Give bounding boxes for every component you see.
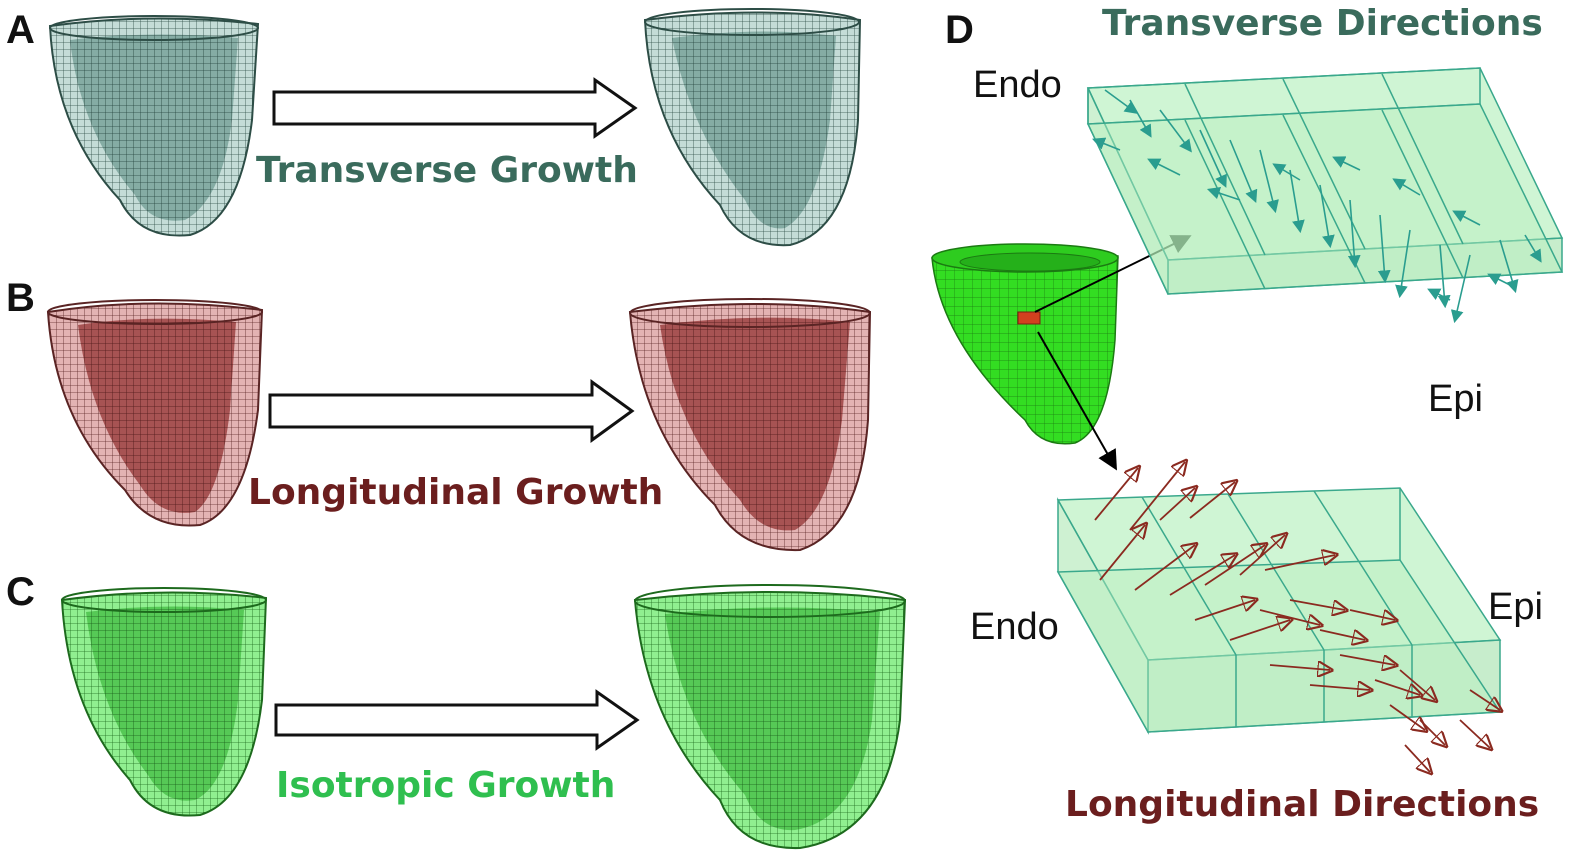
growth-arrow-c <box>274 689 640 751</box>
label-epi-bottom: Epi <box>1488 586 1543 628</box>
heart-c-after <box>633 584 907 850</box>
panel-letter-a: A <box>6 8 35 52</box>
growth-arrow-b <box>268 379 635 443</box>
caption-transverse-growth: Transverse Growth <box>256 150 638 191</box>
longitudinal-element-box <box>1056 487 1502 735</box>
heart-a-before <box>48 15 260 237</box>
heart-b-before <box>46 299 264 527</box>
label-endo-top: Endo <box>973 64 1062 106</box>
caption-longitudinal-growth: Longitudinal Growth <box>248 472 664 513</box>
title-longitudinal-directions: Longitudinal Directions <box>1065 784 1540 825</box>
panel-letter-d: D <box>945 8 974 52</box>
panel-letter-b: B <box>6 276 35 320</box>
growth-arrow-a <box>272 77 638 139</box>
heart-b-after <box>628 298 872 552</box>
transverse-element-box <box>1086 67 1564 295</box>
transverse-direction-arrows <box>1092 89 1542 324</box>
title-transverse-directions: Transverse Directions <box>1102 3 1543 44</box>
longitudinal-direction-arrows <box>1094 462 1500 772</box>
heart-d-model <box>931 243 1119 445</box>
label-epi-top: Epi <box>1428 378 1483 420</box>
heart-a-after <box>643 8 862 247</box>
panel-letter-c: C <box>6 570 35 614</box>
caption-isotropic-growth: Isotropic Growth <box>276 765 616 806</box>
heart-c-before <box>60 587 268 817</box>
pointer-to-longitudinal-box <box>1037 331 1117 471</box>
label-endo-bottom: Endo <box>970 606 1059 648</box>
